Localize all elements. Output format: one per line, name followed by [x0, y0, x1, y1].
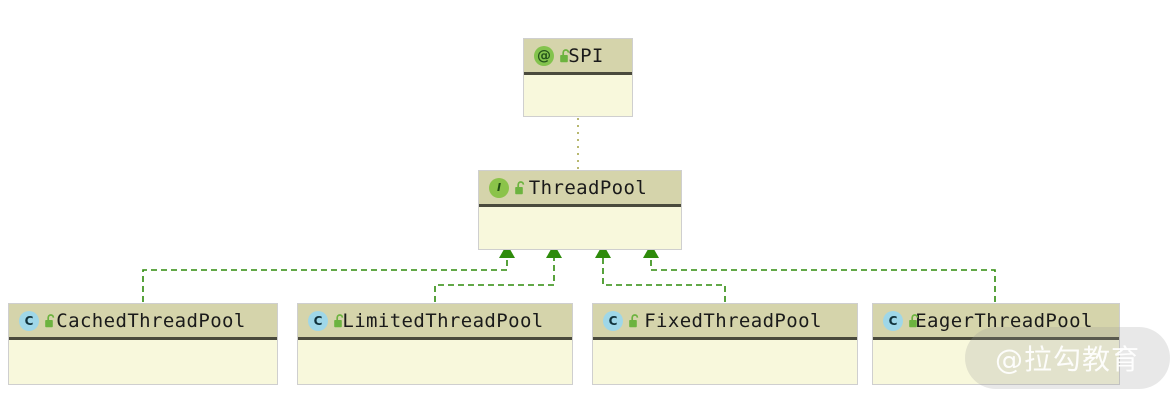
edge-realization [434, 258, 555, 302]
class-icon: C [308, 310, 328, 331]
uml-node-title-limited: LimitedThreadPool [342, 309, 544, 332]
uml-node-title-threadpool: ThreadPool [528, 176, 648, 199]
uml-node-title-eager: EagerThreadPool [915, 309, 1093, 332]
uml-node-header-spi: @ SPI [524, 39, 632, 75]
annotation-icon: @ [534, 45, 554, 66]
uml-node-title-fixed: FixedThreadPool [644, 309, 822, 332]
uml-node-spi[interactable]: @ SPI [523, 38, 633, 117]
uml-node-header-eager: C EagerThreadPool [873, 304, 1119, 340]
uml-node-members-spi [524, 75, 632, 116]
uml-node-members-fixed [593, 340, 857, 384]
uml-node-header-fixed: C FixedThreadPool [593, 304, 857, 340]
uml-node-cached[interactable]: C CachedThreadPool [8, 303, 278, 385]
unlocked-padlock-icon [513, 180, 529, 196]
uml-node-members-limited [298, 340, 572, 384]
uml-node-limited[interactable]: C LimitedThreadPool [297, 303, 573, 385]
unlocked-padlock-icon [627, 313, 643, 329]
interface-icon: I [489, 177, 509, 198]
unlocked-padlock-icon [558, 48, 574, 64]
uml-node-header-threadpool: I ThreadPool [479, 171, 681, 207]
edge-realization [650, 258, 996, 302]
uml-node-title-spi: SPI [568, 44, 604, 67]
unlocked-padlock-icon [43, 313, 59, 329]
uml-node-members-eager [873, 340, 1119, 384]
uml-node-threadpool[interactable]: I ThreadPool [478, 170, 682, 250]
class-icon: C [19, 310, 39, 331]
unlocked-padlock-icon [332, 313, 348, 329]
uml-node-members-threadpool [479, 207, 681, 249]
uml-node-fixed[interactable]: C FixedThreadPool [592, 303, 858, 385]
uml-node-header-limited: C LimitedThreadPool [298, 304, 572, 340]
uml-node-members-cached [9, 340, 277, 384]
edge-realization [602, 258, 726, 302]
uml-node-title-cached: CachedThreadPool [56, 309, 246, 332]
uml-node-header-cached: C CachedThreadPool [9, 304, 277, 340]
class-icon: C [883, 310, 903, 331]
edge-realization [142, 258, 508, 302]
class-icon: C [603, 310, 623, 331]
unlocked-padlock-icon [907, 313, 923, 329]
uml-node-eager[interactable]: C EagerThreadPool [872, 303, 1120, 385]
